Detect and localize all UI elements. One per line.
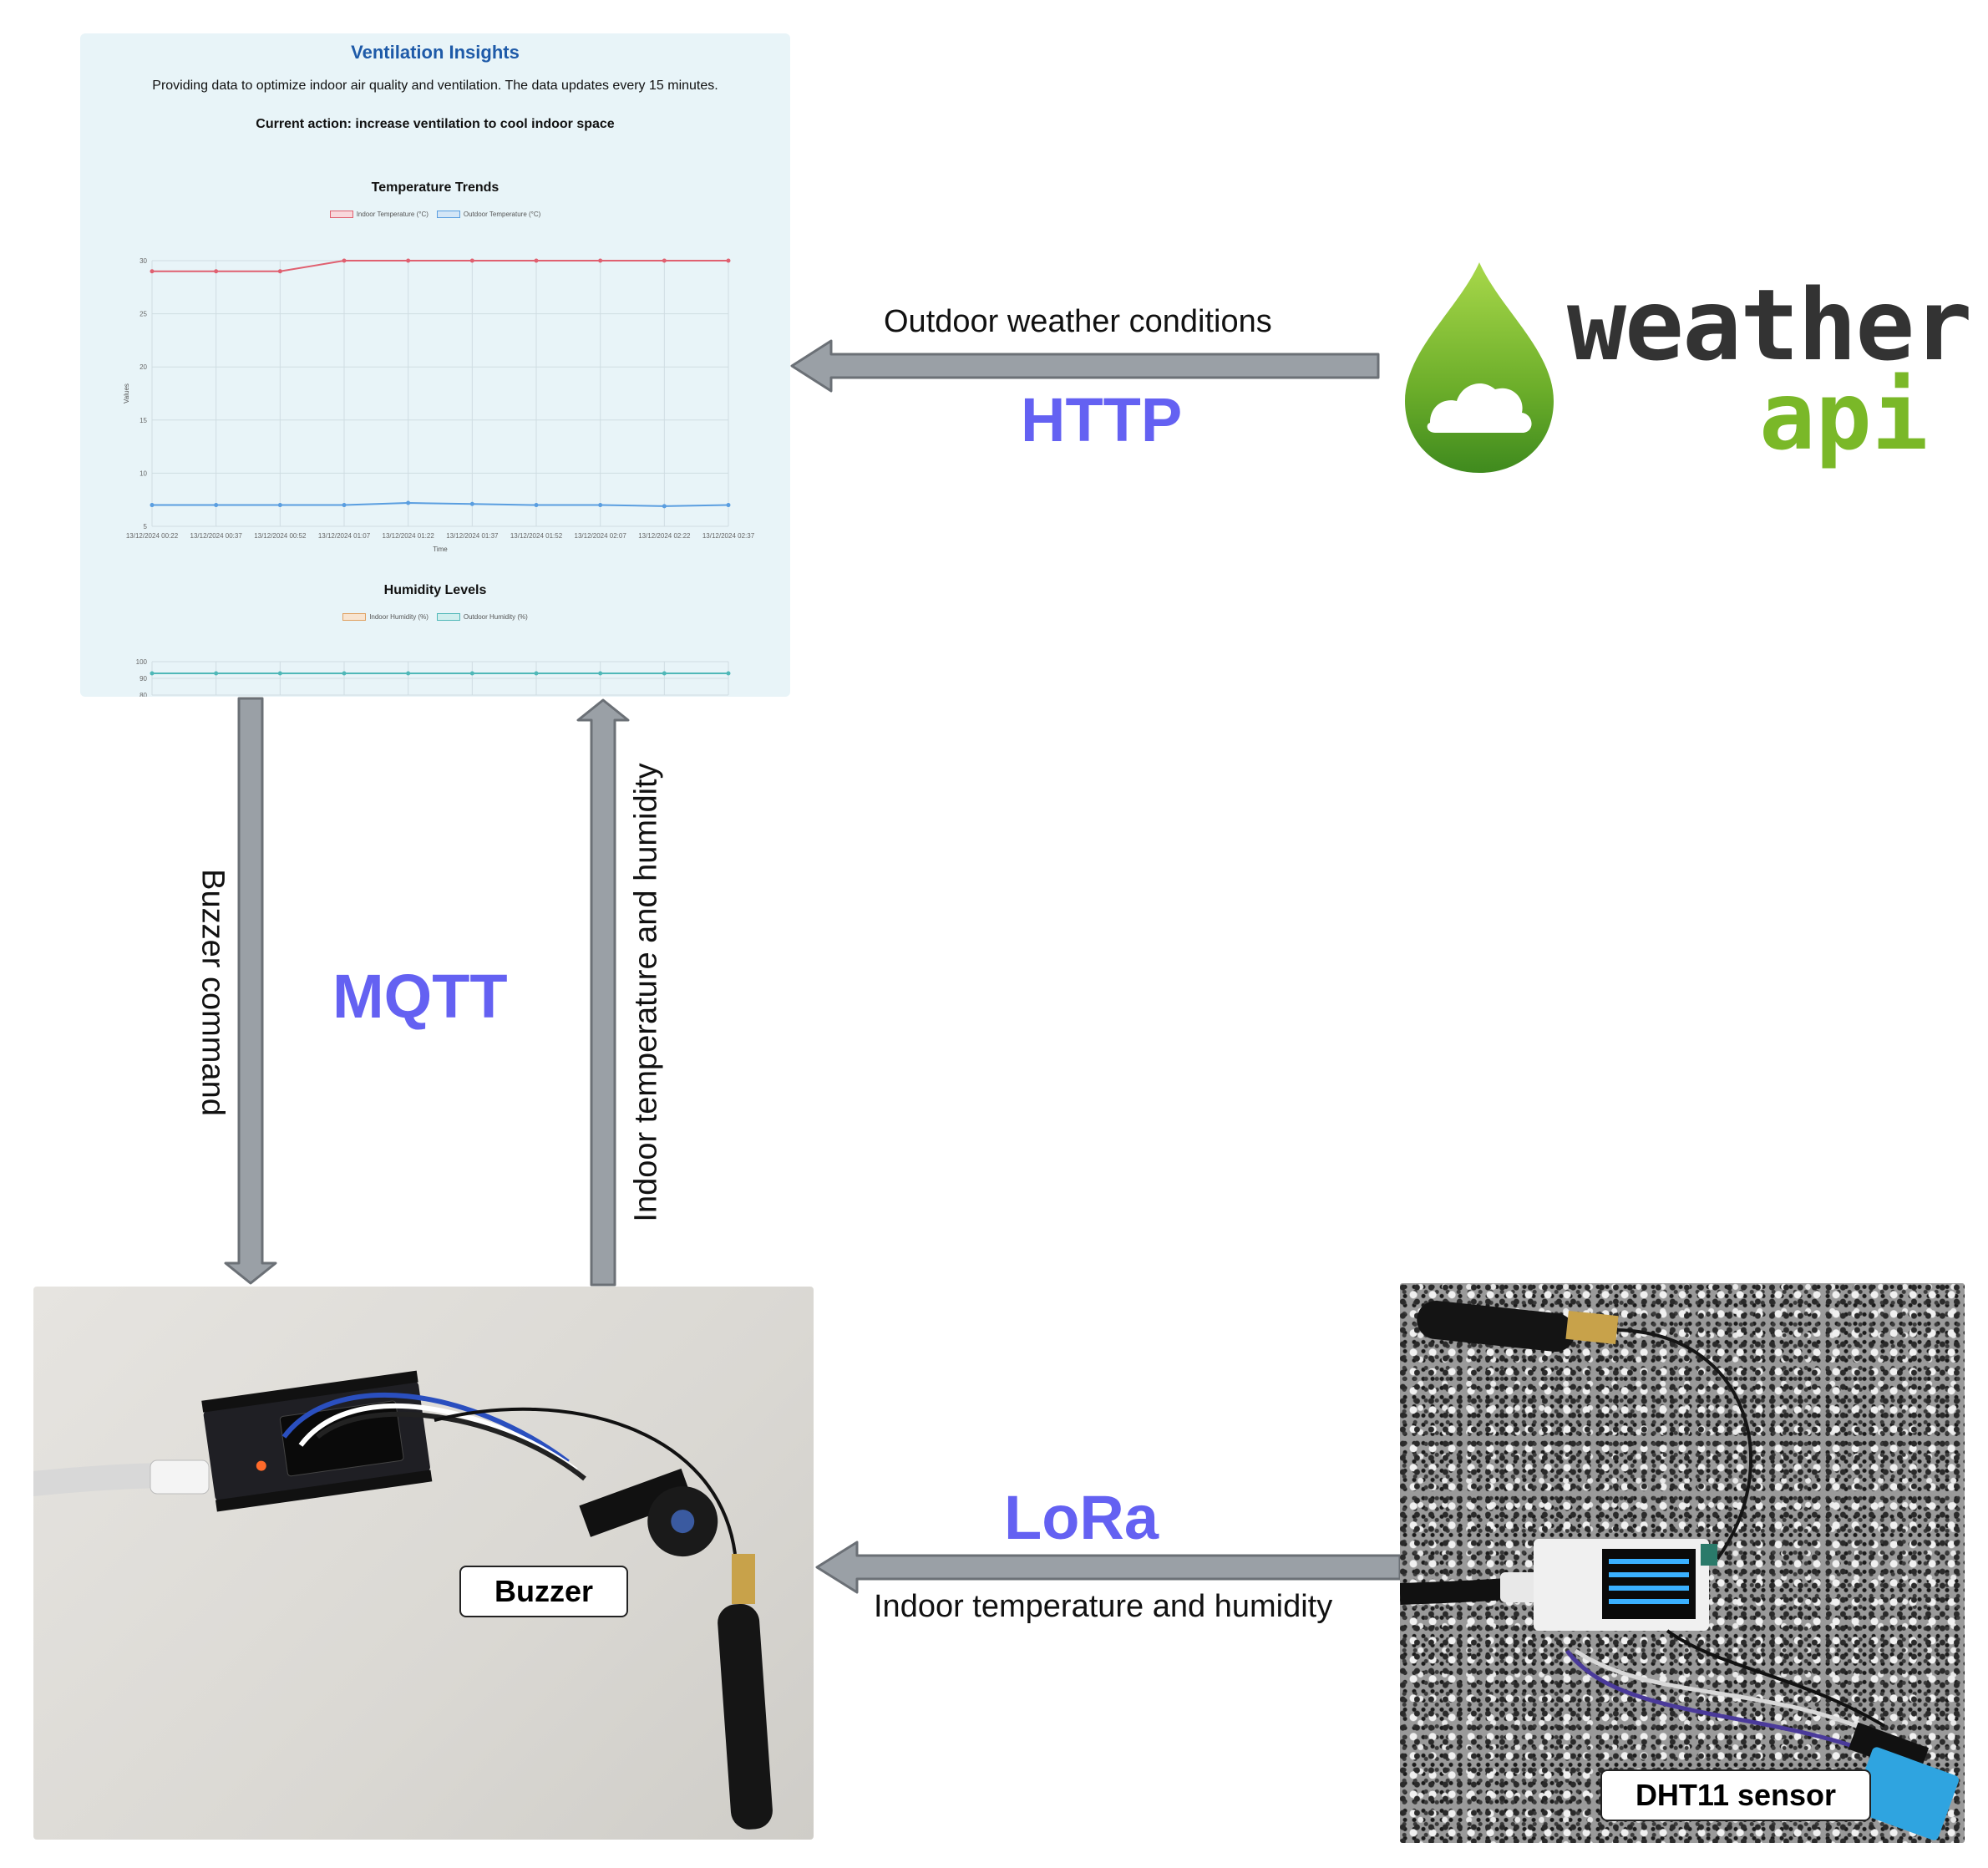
x-tick-label: 13/12/2024 01:52 [510,532,563,540]
data-point-s1-6 [534,671,539,676]
humidity-legend: Indoor Humidity (%) Outdoor Humidity (%) [80,613,790,621]
data-point-s0-7 [598,258,603,263]
legend-outdoor-temp: Outdoor Temperature (°C) [436,211,540,218]
y-tick-label: 5 [144,523,148,530]
data-point-s0-4 [406,258,411,263]
data-point-s1-2 [277,671,282,676]
data-point-s1-7 [598,671,603,676]
y-tick-label: 80 [139,692,147,697]
y-tick-label: 30 [139,257,147,265]
mqtt-up-arrow [576,698,630,1287]
x-tick-label: 13/12/2024 00:52 [254,532,307,540]
data-point-s0-8 [662,258,667,263]
x-tick-label: 13/12/2024 00:37 [190,532,243,540]
data-point-s1-7 [598,503,603,508]
data-point-s1-9 [726,503,731,508]
x-tick-label: 13/12/2024 02:07 [575,532,627,540]
humidity-chart: 80 90 100 [136,658,731,697]
legend-outdoor-humidity: Outdoor Humidity (%) [436,613,528,621]
buzzer-tag: Buzzer [459,1566,628,1617]
x-axis-title: Time [433,546,448,553]
x-tick-label: 13/12/2024 01:22 [383,532,435,540]
dashboard-title: Ventilation Insights [351,42,520,63]
data-point-s0-1 [214,269,219,274]
mqtt-down-label: Buzzer command [195,869,231,1116]
dht11-sensor-photo: DHT11 sensor [1400,1283,1965,1843]
buzzer-device-illustration [33,1370,773,1830]
data-point-s0-2 [277,269,282,274]
temperature-legend: Indoor Temperature (°C) Outdoor Temperat… [80,211,790,218]
http-flow-label: Outdoor weather conditions [884,304,1272,339]
temperature-chart-title: Temperature Trends [371,180,500,195]
data-point-s0-3 [342,258,347,263]
y-tick-label: 90 [139,675,147,683]
series-line-1 [152,502,729,507]
x-tick-label: 13/12/2024 01:07 [318,532,371,540]
current-action: Current action: increase ventilation to … [256,117,615,131]
y-tick-label: 20 [139,363,147,371]
data-point-s1-3 [342,671,347,676]
x-tick-label: 13/12/2024 02:37 [702,532,755,540]
data-point-s0-9 [726,258,731,263]
mqtt-down-arrow [224,697,277,1285]
temperature-chart: 5 10 15 20 25 30 13/12/2024 00:22 13/12/2024 00… [123,257,755,553]
mqtt-protocol-label: MQTT [332,962,508,1031]
x-tick-label: 13/12/2024 01:37 [446,532,499,540]
y-tick-label: 100 [136,658,148,666]
dashboard-subtitle: Providing data to optimize indoor air qu… [152,79,718,93]
x-tick-label: 13/12/2024 00:22 [126,532,179,540]
data-point-s1-0 [150,503,155,508]
data-point-s1-1 [214,503,219,508]
series-line-0 [152,260,728,272]
mqtt-up-label: Indoor temperature and humidity [628,763,664,1222]
data-point-s1-3 [342,503,347,508]
lora-arrow [815,1541,1402,1594]
logo-word-weather: weather [1567,267,1972,383]
x-tick-label: 13/12/2024 02:22 [638,532,691,540]
lora-flow-label: Indoor temperature and humidity [874,1589,1333,1624]
http-protocol-label: HTTP [1021,385,1183,454]
data-point-s1-5 [469,671,474,676]
logo-word-api: api [1759,363,1929,471]
data-point-s1-0 [150,671,155,676]
data-point-s1-5 [469,501,474,506]
data-point-s1-6 [534,503,539,508]
data-point-s0-0 [150,269,155,274]
data-point-s1-4 [406,500,411,505]
y-tick-label: 25 [139,311,147,318]
legend-indoor-temp: Indoor Temperature (°C) [329,211,429,218]
y-tick-label: 10 [139,470,147,477]
data-point-s1-1 [214,671,219,676]
data-point-s0-6 [534,258,539,263]
dashboard-screenshot: Ventilation Insights Providing data to o… [80,33,790,697]
data-point-s1-9 [726,671,731,676]
sensor-device-illustration [1400,1300,1960,1840]
y-axis-title: Values [123,383,130,404]
lora-protocol-label: LoRa [1004,1483,1159,1552]
data-point-s1-4 [406,671,411,676]
humidity-chart-title: Humidity Levels [383,583,487,597]
data-point-s0-5 [469,258,474,263]
legend-indoor-humidity: Indoor Humidity (%) [342,613,429,621]
buzzer-device-photo: Buzzer [33,1287,814,1840]
y-tick-label: 15 [139,417,147,424]
water-drop-icon [1405,262,1554,473]
data-point-s1-2 [277,503,282,508]
data-point-s1-8 [662,504,667,509]
data-point-s1-8 [662,671,667,676]
weatherapi-logo: weather api [1400,259,1972,485]
dht11-tag: DHT11 sensor [1600,1769,1871,1821]
http-arrow [790,339,1380,393]
